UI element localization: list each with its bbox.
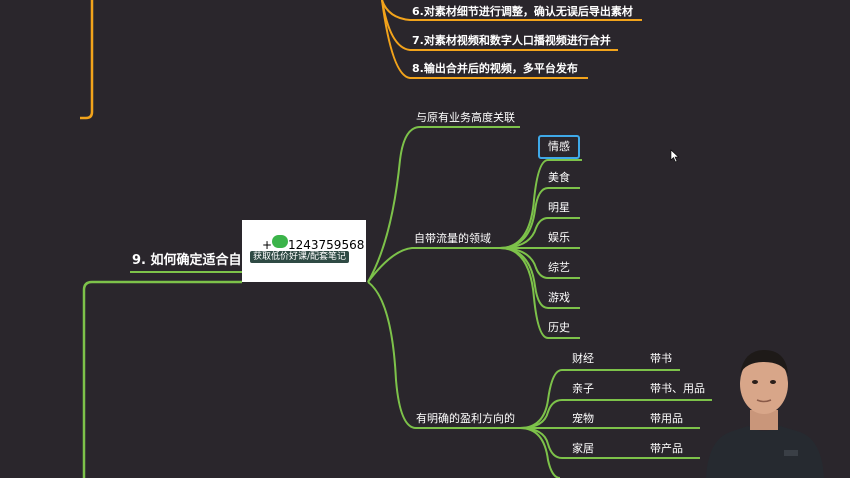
orange-branch-8: [381, 0, 588, 79]
domain-item[interactable]: 游戏: [548, 291, 570, 304]
domain-item[interactable]: 美食: [548, 171, 570, 184]
profit-line-0: [519, 369, 680, 429]
traffic-line-1: [499, 187, 580, 249]
profit-line-4: [519, 427, 561, 478]
branch-traffic-domains[interactable]: 自带流量的领域: [414, 232, 491, 245]
domain-item[interactable]: 综艺: [548, 261, 570, 274]
domain-item[interactable]: 娱乐: [548, 231, 570, 244]
domain-item[interactable]: 历史: [548, 321, 570, 334]
profit-mode[interactable]: 带产品: [650, 442, 683, 455]
plus-icon: +: [262, 238, 273, 252]
watermark-phone: 1243759568: [288, 238, 365, 252]
step-7-label[interactable]: 7.对素材视频和数字人口播视频进行合并: [412, 34, 611, 47]
profit-category[interactable]: 亲子: [572, 382, 594, 395]
presenter-video: [706, 350, 824, 478]
profit-category[interactable]: 宠物: [572, 412, 594, 425]
profit-line-3: [519, 427, 700, 459]
traffic-line-2: [499, 217, 580, 249]
step-6-label[interactable]: 6.对素材细节进行调整，确认无误后导出素材: [412, 5, 633, 18]
branch-business-related[interactable]: 与原有业务高度关联: [416, 111, 515, 124]
green-branch-1: [367, 126, 520, 283]
domain-item[interactable]: 明星: [548, 201, 570, 214]
profit-mode[interactable]: 带用品: [650, 412, 683, 425]
orange-trunk: [80, 0, 94, 120]
domain-item[interactable]: 情感: [548, 140, 570, 153]
traffic-line-6: [499, 247, 580, 339]
selection-box: [538, 135, 580, 159]
profit-mode[interactable]: 带书: [650, 352, 672, 365]
main-topic[interactable]: 9. 如何确定适合自: [132, 253, 242, 268]
profit-category[interactable]: 家居: [572, 442, 594, 455]
green-trunk: [82, 280, 242, 478]
wechat-icon: [272, 235, 288, 248]
green-branch-2: [367, 247, 500, 283]
step-8-label[interactable]: 8.输出合并后的视频，多平台发布: [412, 62, 578, 75]
mouse-cursor-icon: [670, 149, 680, 163]
watermark-box: + 1243759568 获取低价好课/配套笔记: [242, 220, 366, 282]
profit-mode[interactable]: 带书、用品: [650, 382, 705, 395]
watermark-tag: 获取低价好课/配套笔记: [250, 251, 350, 263]
traffic-line-4: [499, 247, 580, 279]
profit-line-1: [519, 399, 712, 429]
branch-profit-direction[interactable]: 有明确的盈利方向的: [416, 412, 515, 425]
green-branch-3: [367, 281, 520, 429]
profit-category[interactable]: 财经: [572, 352, 594, 365]
